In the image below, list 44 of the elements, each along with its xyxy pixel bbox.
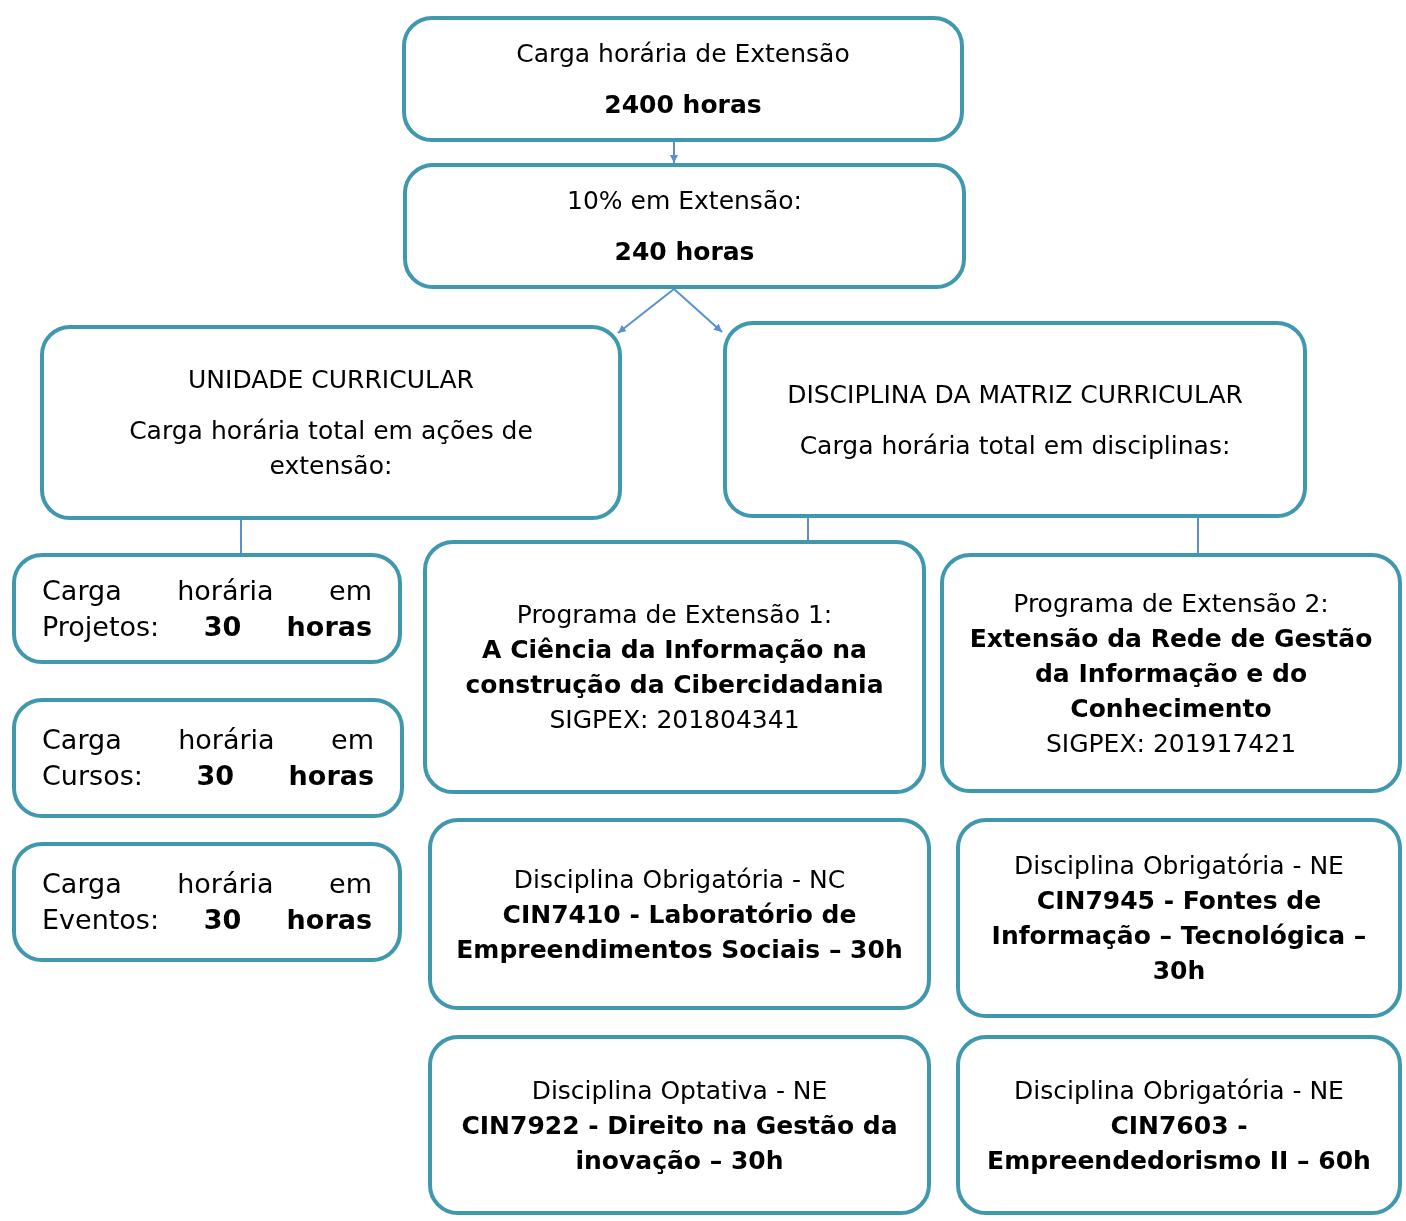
box-text: 10% em Extensão: [567, 185, 802, 217]
text-box [956, 818, 1402, 1018]
text-box [402, 16, 964, 142]
text-box [956, 1035, 1402, 1215]
box-text: SIGPEX: 201804341 [549, 704, 800, 736]
box-title: 240 horas [614, 236, 755, 268]
box-title: Extensão da Rede de Gestão da Informação e do Conhecimento [968, 622, 1374, 725]
box-title: CIN7603 - Empreendedorismo II – 60h [986, 1109, 1372, 1177]
text-box [940, 553, 1402, 793]
box-text: Programa de Extensão 2: [1013, 587, 1329, 620]
text-box [12, 842, 402, 962]
box-title: CIN7945 - Fontes de Informação – Tecnológica – 30h [990, 885, 1368, 987]
text-box [12, 698, 404, 818]
arrow [670, 141, 678, 164]
connector-line [240, 519, 242, 554]
box-text: Carga horária de Extensão [516, 38, 850, 70]
text-box [40, 325, 622, 520]
connector-line [807, 517, 809, 541]
box-text: Carga horária total em ações de extensão: [128, 415, 534, 482]
text-box [428, 818, 931, 1010]
box-text: Disciplina Obrigatória - NC [513, 863, 846, 896]
box-text: Carga horária total em disciplinas: [799, 429, 1231, 462]
box-text: Disciplina Obrigatória - NE [1014, 850, 1344, 882]
box-text: Disciplina Obrigatória - NE [1014, 1074, 1344, 1107]
box-text: SIGPEX: 201917421 [1045, 727, 1297, 760]
box-title: CIN7922 - Direito na Gestão da inovação – 30h [460, 1109, 899, 1177]
box-text: Carga horária em Eventos: 30 horas [42, 867, 372, 937]
box-text: Disciplina Optativa - NE [531, 1074, 828, 1107]
text-box [423, 540, 926, 794]
arrow [617, 288, 675, 334]
arrow [673, 288, 723, 333]
text-box [723, 321, 1307, 518]
box-text: Carga horária em Projetos: 30 horas [42, 573, 372, 644]
text-box [428, 1035, 931, 1215]
connector-line [1197, 517, 1199, 554]
box-title: CIN7410 - Laboratório de Empreendimentos Sociais – 30h [455, 898, 904, 966]
box-text: UNIDADE CURRICULAR [188, 364, 474, 396]
box-text: Programa de Extensão 1: [516, 599, 833, 631]
box-title: 2400 horas [604, 89, 762, 121]
box-text: Carga horária em Cursos: 30 horas [42, 723, 374, 793]
box-text: DISCIPLINA DA MATRIZ CURRICULAR [787, 378, 1243, 411]
text-box [12, 553, 402, 664]
box-title: A Ciência da Informação na construção da Cibercidadania [464, 634, 885, 701]
text-box [403, 163, 966, 289]
